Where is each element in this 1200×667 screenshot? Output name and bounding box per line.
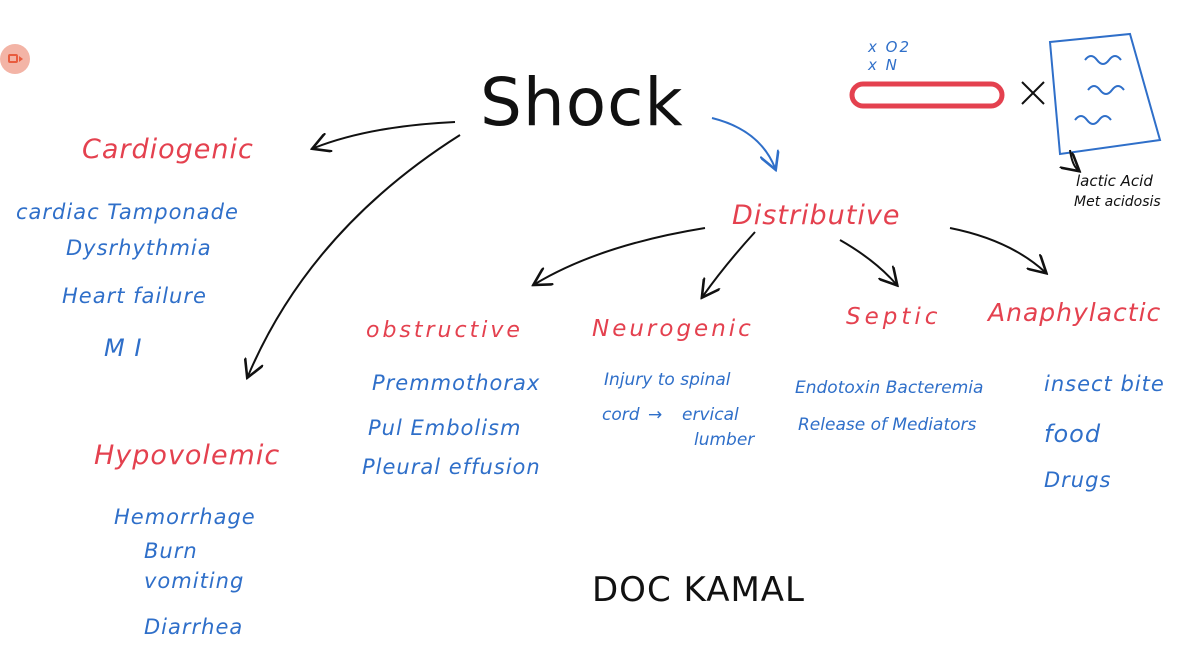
neurogenic-heading: Neurogenic [592,316,754,342]
hypovolemic-heading: Hypovolemic [94,440,281,471]
anaphylactic-item: food [1044,420,1102,448]
arrow-to-distributive [711,117,775,168]
arrow-to-obstructive [535,227,706,284]
hypovolemic-item: Burn [144,539,198,563]
n-note: x N [868,56,899,74]
cardiogenic-item: Heart failure [62,284,207,308]
diagram-title: Shock [480,64,684,141]
anaphylactic-item: Drugs [1044,468,1112,492]
neurogenic-arrow-glyph: → [648,405,663,425]
obstructive-heading: obstructive [366,318,523,343]
blood-vessel-sketch [849,81,1045,109]
cardiogenic-item: cardiac Tamponade [16,200,239,224]
obstructive-item: Premmothorax [372,371,541,395]
cardiogenic-heading: Cardiogenic [82,134,254,165]
septic-item: Endotoxin Bacteremia [795,378,984,398]
obstructive-item: Pul Embolism [368,416,522,440]
anaphylactic-heading: Anaphylactic [988,298,1162,327]
outcome-note: Met acidosis [1074,194,1161,210]
hypovolemic-item: Hemorrhage [114,505,256,529]
cardiogenic-item: Dysrhythmia [66,236,212,260]
neurogenic-item: ervical [682,405,739,425]
author-signature: DOC KAMAL [592,570,805,610]
arrow-to-neurogenic [703,231,756,296]
arrow-to-anaphylactic [949,227,1045,272]
septic-heading: Septic [846,304,942,330]
arrow-to-septic [839,239,896,284]
recording-indicator[interactable] [0,44,30,74]
arrow-to-outcome [1070,149,1078,170]
arrow-to-hypovolemic [248,134,461,376]
anaphylactic-item: insect bite [1044,372,1165,396]
neurogenic-item: cord [602,405,640,425]
video-camera-icon [8,54,23,63]
hypovolemic-item: vomiting [144,569,245,593]
septic-item: Release of Mediators [798,415,977,435]
distributive-heading: Distributive [732,200,901,231]
neurogenic-item: lumber [694,430,755,450]
outcome-note: lactic Acid [1076,172,1153,190]
o2-note: x O2 [868,38,911,56]
cell-sketch [1048,32,1162,156]
obstructive-item: Pleural effusion [362,455,541,479]
cardiogenic-item: M I [104,334,143,362]
neurogenic-item: Injury to spinal [604,370,731,390]
hypovolemic-item: Diarrhea [144,615,244,639]
arrow-to-cardiogenic [314,121,456,148]
